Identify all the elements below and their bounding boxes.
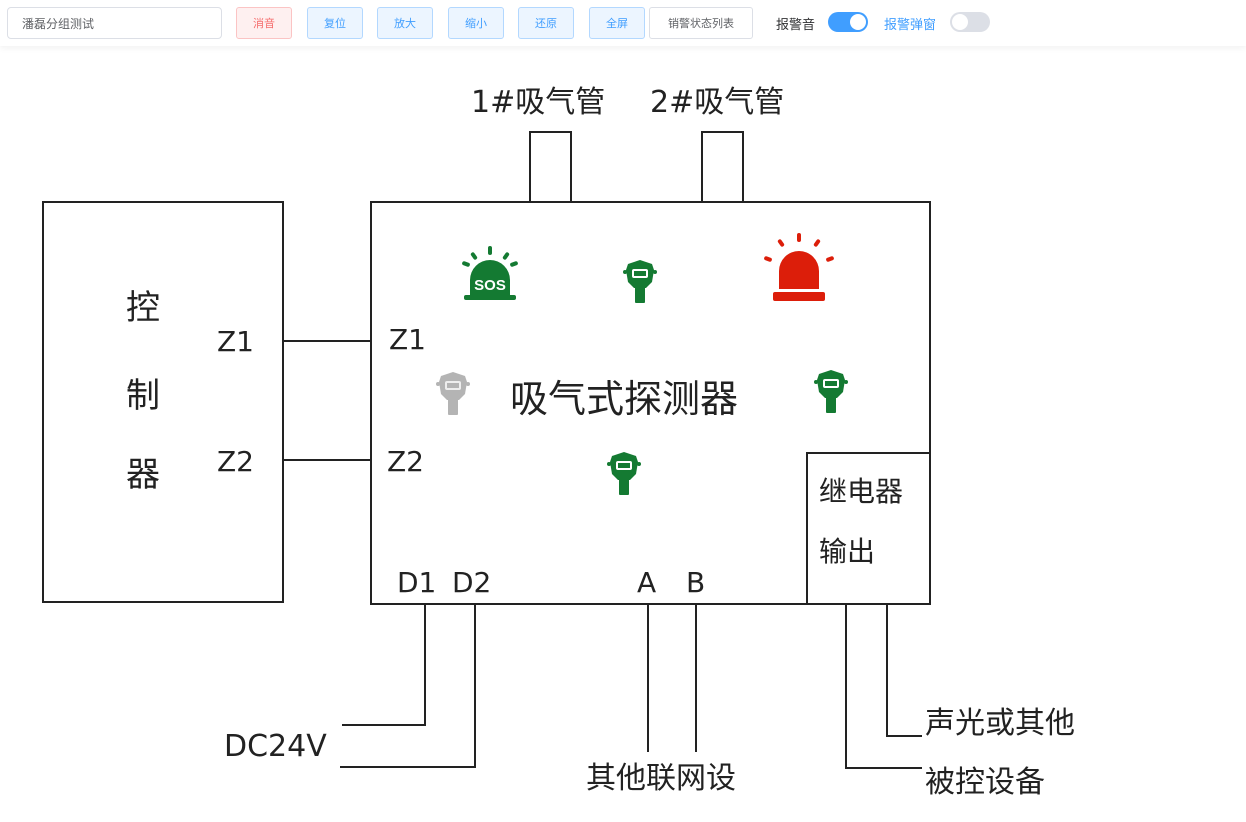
pipe-1-label: 1#吸气管: [471, 85, 606, 120]
pipe-1-shape: [529, 131, 572, 202]
group-search-input[interactable]: [7, 7, 222, 39]
network-label: 其他联网设: [586, 761, 736, 796]
d2-wire: [340, 604, 476, 768]
detector-port-z1: Z1: [389, 323, 426, 356]
relay-output-wire-1: [845, 604, 922, 769]
relay-output-2-label: 被控设备: [925, 765, 1045, 800]
detector-port-d1: D1: [397, 566, 437, 599]
restore-button[interactable]: 还原: [518, 7, 574, 39]
toggle-knob: [850, 14, 866, 30]
alarm-sound-toggle[interactable]: [828, 12, 868, 32]
alarm-sound-label: 报警音: [776, 18, 816, 33]
controller-title-char: 制: [126, 376, 160, 416]
zoom-in-button[interactable]: 放大: [377, 7, 433, 39]
wiring-diagram: 1#吸气管 2#吸气管 控 制 器 Z1 Z2 Z1 Z2 吸气式探测器 D1 …: [0, 46, 1246, 822]
detector-port-a: A: [637, 566, 657, 599]
power-label: DC24V: [224, 729, 327, 764]
fullscreen-button[interactable]: 全屏: [589, 7, 645, 39]
controller-title-char: 控: [126, 288, 160, 328]
relay-label-line2: 输出: [819, 535, 876, 568]
detector-box: [370, 201, 931, 605]
toggle-knob: [952, 14, 968, 30]
gas-detector-icon[interactable]: [606, 452, 642, 496]
detector-title: 吸气式探测器: [510, 377, 739, 421]
d1-wire: [342, 604, 426, 726]
gas-detector-offline-icon[interactable]: [435, 372, 471, 416]
svg-text:SOS: SOS: [474, 277, 506, 294]
pipe-2-shape: [701, 131, 744, 202]
sos-alarm-icon[interactable]: SOS: [460, 244, 522, 302]
controller-port-z1: Z1: [217, 325, 254, 358]
reset-button[interactable]: 复位: [307, 7, 363, 39]
detector-port-b: B: [686, 566, 706, 599]
mute-button[interactable]: 消音: [236, 7, 292, 39]
diagram-lines: [42, 131, 931, 769]
relay-output-wire-2: [886, 604, 922, 737]
detector-port-z2: Z2: [387, 445, 424, 478]
relay-box: [806, 452, 930, 604]
toolbar: 消音 复位 放大 缩小 还原 全屏 销警状态列表 报警音 报警弹窗: [0, 0, 1246, 46]
alarm-beacon-icon[interactable]: [762, 233, 836, 303]
gas-detector-icon[interactable]: [813, 370, 849, 414]
controller-box: [42, 201, 284, 603]
controller-title-char: 器: [126, 455, 160, 495]
controller-port-z2: Z2: [217, 445, 254, 478]
zoom-out-button[interactable]: 缩小: [448, 7, 504, 39]
detector-port-d2: D2: [452, 566, 492, 599]
alarm-status-list-button[interactable]: 销警状态列表: [649, 7, 753, 39]
alarm-popup-label: 报警弹窗: [884, 18, 937, 33]
relay-output-1-label: 声光或其他: [925, 706, 1075, 741]
alarm-popup-toggle[interactable]: [950, 12, 990, 32]
gas-detector-icon[interactable]: [622, 260, 658, 304]
relay-label-line1: 继电器: [819, 475, 904, 508]
pipe-2-label: 2#吸气管: [650, 85, 785, 120]
